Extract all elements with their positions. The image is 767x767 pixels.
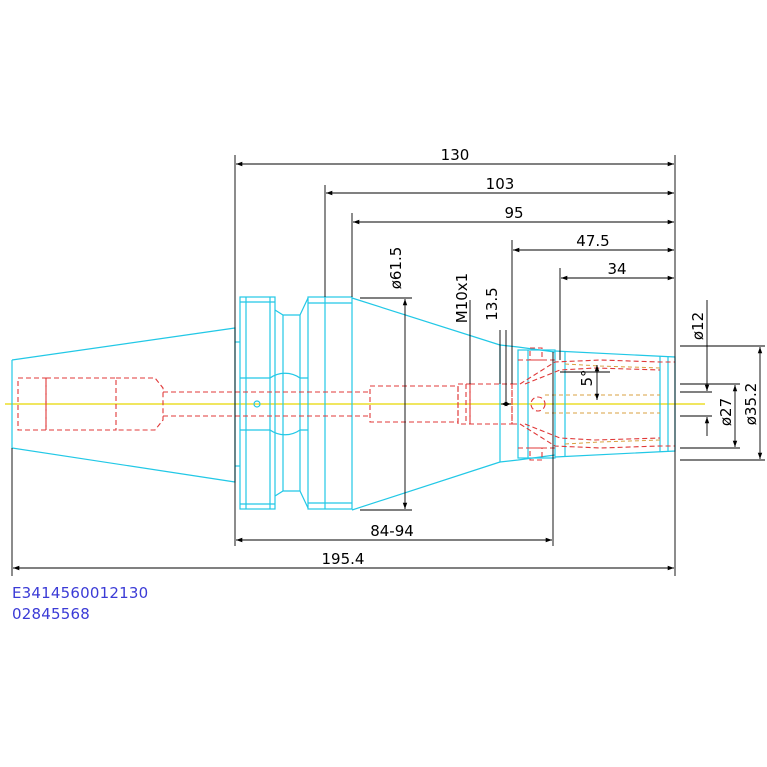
- part-code-line1: E3414560012130: [12, 584, 148, 602]
- dim-total: 130: [441, 146, 470, 164]
- dim-thread: M10x1: [453, 273, 471, 323]
- dim-nose: 34: [607, 260, 626, 278]
- dim-taper-start: 95: [504, 204, 523, 222]
- hidden-features: [17, 347, 675, 461]
- dim-collet-end: 47.5: [576, 232, 609, 250]
- dim-bore-diameter: ø12: [689, 312, 707, 340]
- dim-gauge-range: 84-94: [370, 522, 414, 540]
- dim-thread-depth: 13.5: [483, 287, 501, 320]
- collet: [545, 363, 661, 445]
- part-code-line2: 02845568: [12, 605, 90, 623]
- dim-angle: 5°: [578, 369, 596, 386]
- dim-flange: 103: [486, 175, 515, 193]
- dim-flange-diameter: ø61.5: [387, 247, 405, 290]
- dim-overall-length: 195.4: [322, 550, 365, 568]
- dim-nose-diameter: ø35.2: [742, 383, 760, 426]
- dimension-lines: [11, 155, 765, 576]
- dim-collet-diameter: ø27: [717, 398, 735, 426]
